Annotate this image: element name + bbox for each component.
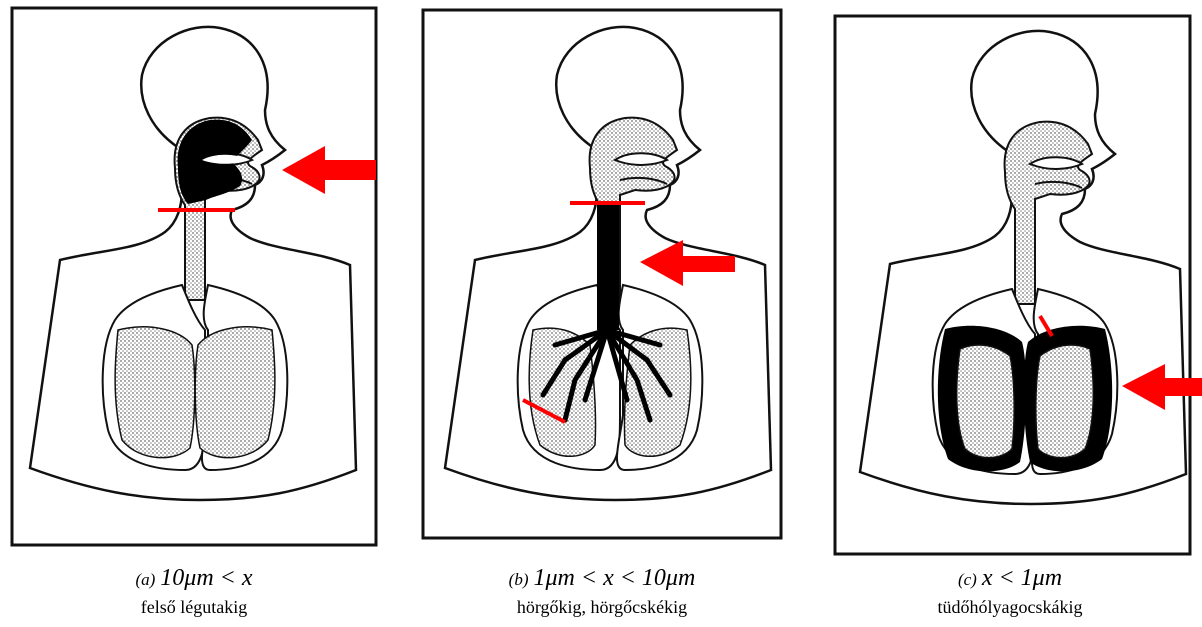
caption-b: (b) 1μm < x < 10μm hörgőkig, hörgőcskéki… (422, 566, 782, 618)
caption-c: (c) x < 1μm tüdőhólyagocskákig (830, 566, 1190, 618)
panel-label: (c) (958, 570, 977, 589)
size-condition: x < 1μm (982, 565, 1062, 591)
size-condition: 10μm < x (160, 565, 252, 591)
panel-label: (a) (135, 570, 155, 589)
caption-a: (a) 10μm < x felső légutakig (14, 566, 374, 618)
deposition-site: hörgőkig, hörgőcskékig (422, 596, 782, 618)
panel-label: (b) (509, 570, 529, 589)
deposition-site: tüdőhólyagocskákig (830, 596, 1190, 618)
panel-a (12, 8, 376, 545)
size-condition: 1μm < x < 10μm (534, 565, 696, 591)
deposition-site: felső légutakig (14, 596, 374, 618)
panel-b (423, 10, 781, 538)
panel-c (835, 16, 1202, 554)
